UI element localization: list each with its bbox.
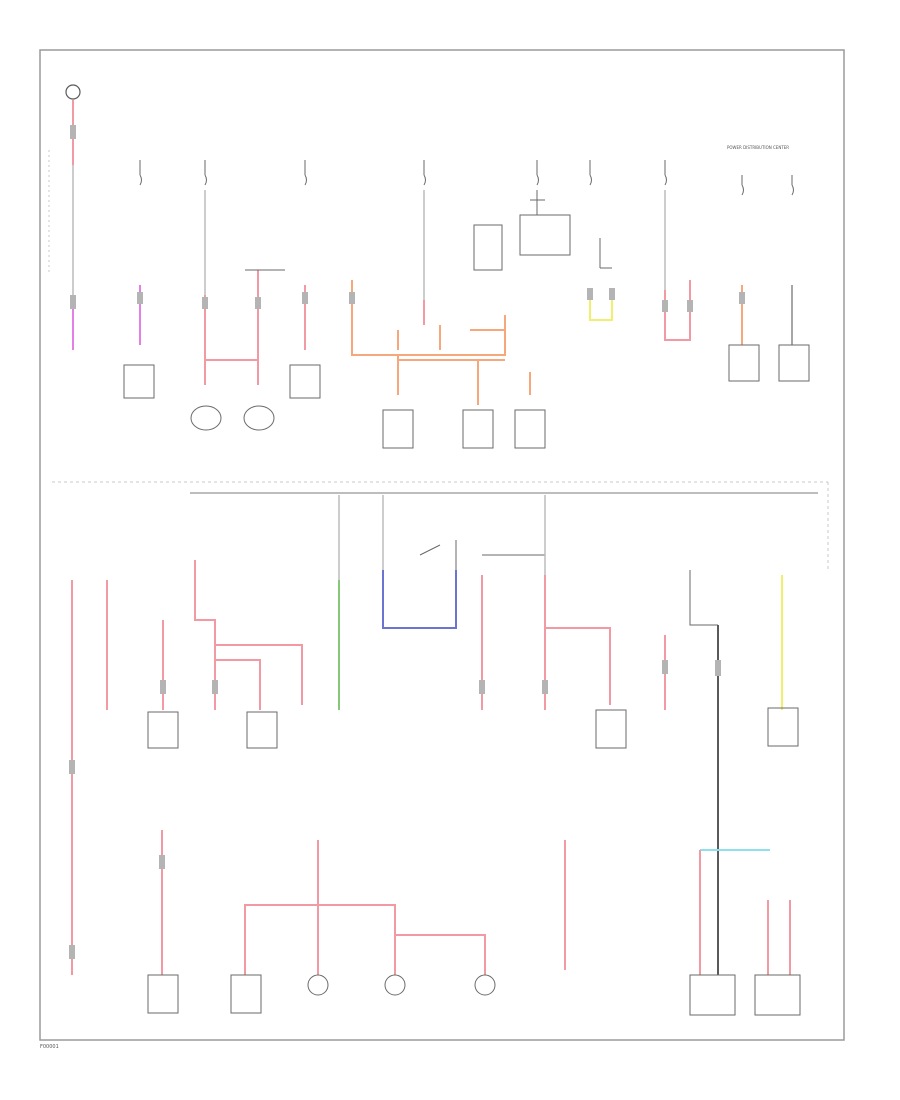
connector-9 [739,292,745,304]
power-distribution-center-label: POWER DISTRIBUTION CENTER [727,145,789,150]
lamp-b5 [474,974,496,996]
connector-3b [255,297,261,309]
fuse-row [139,160,794,196]
module-right [754,974,801,1016]
component-l4 [246,711,278,749]
right-headlamp [243,405,275,431]
connector-l3 [160,680,166,694]
lamp-b3 [307,974,329,996]
component-l11 [767,707,799,747]
component-2 [123,364,155,399]
connector-3a [202,297,208,309]
connector-l4 [212,680,218,694]
connector-l10 [715,660,721,676]
battery-terminal [65,84,81,100]
component-9 [728,344,760,382]
wire-l9-dark [689,570,718,626]
wire-l4-red [194,560,303,710]
connector-y2 [609,288,615,300]
wire-b8-red [767,900,791,975]
relay-coil [530,190,545,215]
connector-l9 [662,660,668,674]
connector-l1b [69,945,75,959]
component-5 [382,409,414,449]
connector-1 [70,295,76,309]
connector-l7 [479,680,485,694]
lamp-b4 [384,974,406,996]
connector-4 [302,292,308,304]
connector-8a [662,300,668,312]
connector-b1 [159,855,165,869]
left-headlamp [190,405,222,431]
connector-2 [137,292,143,304]
component-l3 [147,711,179,749]
component-l8 [595,709,627,749]
wire-l8-red [544,575,611,710]
wire-3-red [204,270,259,385]
wire-l6-blue [382,570,457,629]
module-left [689,974,736,1016]
orange-network [351,280,531,405]
wire-b2-red [244,840,486,975]
diagram-id: F00001 [40,1044,59,1050]
switch-l6 [419,540,457,570]
relay-box-a [473,224,503,271]
switch-y [599,238,612,269]
connector-l8 [542,680,548,694]
battery-connector [70,125,76,139]
component-10 [778,344,810,382]
component-b2 [230,974,262,1014]
wire-yellow-top [589,295,613,321]
diagram-frame [39,49,845,1041]
wire-8-red [664,280,691,341]
relay-box-b [519,214,571,256]
connector-l1 [69,760,75,774]
component-6 [462,409,494,449]
connector-8b [687,300,693,312]
component-7 [514,409,546,449]
connector-5 [349,292,355,304]
component-4 [289,364,321,399]
connector-y1 [587,288,593,300]
component-b1 [147,974,179,1014]
